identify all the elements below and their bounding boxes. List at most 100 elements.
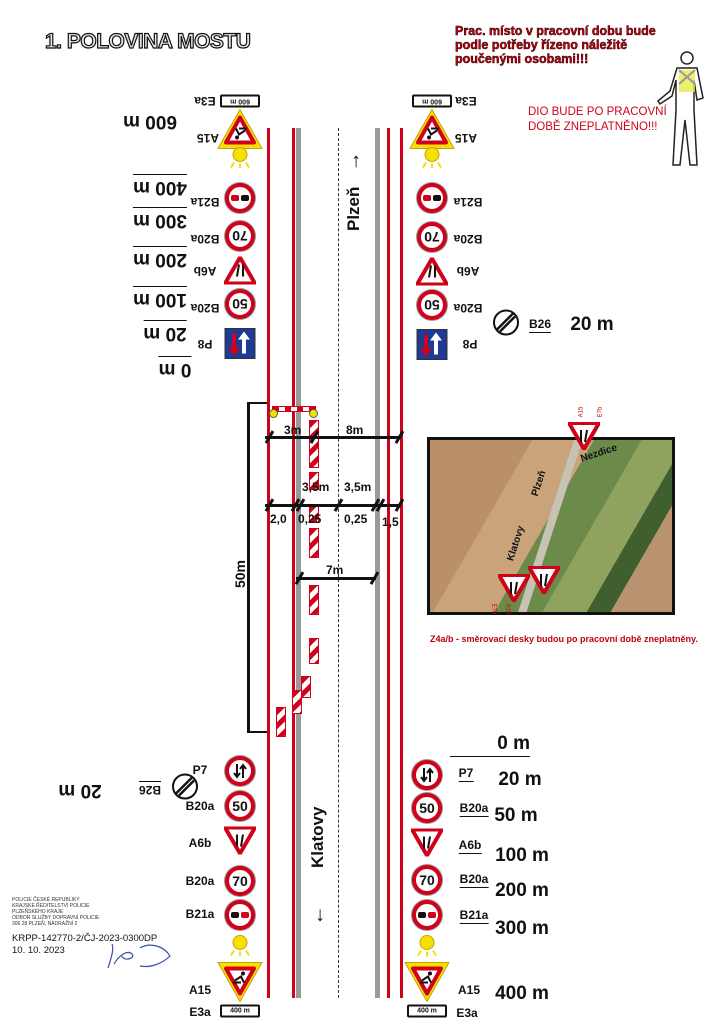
dim-label: 0,25 bbox=[344, 512, 368, 526]
warning-lamp-icon bbox=[309, 409, 318, 418]
map-image: Nezdice Plzeň Klatovy bbox=[427, 437, 675, 615]
p7-sign-icon bbox=[412, 760, 442, 790]
guide-board bbox=[292, 690, 302, 714]
a15-roadwork-sign-icon bbox=[217, 961, 263, 1008]
arrow-up-icon: → bbox=[342, 151, 365, 172]
guide-board bbox=[309, 420, 319, 468]
distance-label: 100 m bbox=[133, 286, 187, 310]
guide-board bbox=[309, 585, 319, 615]
document-date: 10. 10. 2023 bbox=[12, 945, 65, 956]
map-warning-sign-icon bbox=[567, 421, 601, 455]
warning-lamp-icon bbox=[269, 409, 278, 418]
map-sign-label: A15 bbox=[504, 603, 511, 615]
dim-line bbox=[265, 436, 401, 439]
stamp-line: ODBOR SLUŽBY DOPRAVNÍ POLICIE bbox=[12, 915, 100, 921]
dim-line bbox=[296, 577, 376, 580]
guide-board bbox=[276, 707, 286, 737]
b21a-sign-icon bbox=[412, 900, 442, 930]
direction-label: Klatovy bbox=[308, 806, 327, 868]
direction-klatovy: Klatovy ← bbox=[304, 806, 332, 927]
stamp-line: POLICIE ČESKÉ REPUBLIKY bbox=[12, 897, 80, 903]
dim-50m: 50m bbox=[232, 559, 249, 589]
a15-roadwork-sign-icon bbox=[217, 104, 263, 151]
sign-code: E3a bbox=[455, 94, 477, 108]
dim-label: 8m bbox=[346, 423, 364, 437]
dim-line bbox=[265, 504, 401, 507]
dim-label: 2,0 bbox=[270, 512, 287, 526]
map-warning-sign-icon bbox=[497, 573, 531, 607]
a15-roadwork-sign-icon bbox=[409, 104, 455, 151]
distance-label: 400 m bbox=[495, 983, 549, 1004]
sign-code: A6b bbox=[456, 264, 480, 278]
sign-code: B26 bbox=[138, 781, 162, 797]
distance-label: 0 m bbox=[450, 733, 530, 757]
distance-label: 300 m bbox=[495, 918, 549, 939]
road-edge-line bbox=[267, 128, 270, 998]
sign-code: P7 bbox=[458, 766, 474, 782]
guide-board bbox=[309, 472, 319, 490]
b26-end-restrictions-sign-icon bbox=[171, 773, 199, 806]
stamp-line: KRAJSKÉ ŘEDITELSTVÍ POLICIE bbox=[12, 903, 90, 909]
reference-number: KRPP-142770-2/ČJ-2023-0300DP bbox=[12, 933, 158, 944]
b21a-sign-icon bbox=[225, 900, 255, 930]
distance-label: 50 m bbox=[494, 805, 538, 826]
dim-line bbox=[247, 402, 267, 404]
police-stamp: POLICIE ČESKÉ REPUBLIKY KRAJSKÉ ŘEDITELS… bbox=[12, 897, 99, 927]
distance-label: 20 m bbox=[143, 320, 187, 344]
dim-label: 0,25 bbox=[298, 512, 322, 526]
sign-code: B20a bbox=[459, 801, 489, 817]
p8-priority-sign-icon bbox=[416, 324, 448, 361]
distance-label: 200 m bbox=[495, 880, 549, 901]
sign-code: E3a bbox=[194, 94, 216, 108]
map-sign-label: E7b bbox=[490, 603, 497, 615]
sign-code: B21a bbox=[190, 195, 220, 209]
center-line bbox=[338, 128, 339, 998]
signature-icon bbox=[107, 943, 171, 969]
arrow-down-icon: ← bbox=[306, 905, 329, 926]
sign-code: P8 bbox=[197, 337, 213, 351]
p7-sign-icon bbox=[225, 756, 255, 786]
warning-lamp-icon bbox=[230, 146, 250, 175]
notice-red: Prac. místo v pracovní dobu bude podle p… bbox=[455, 24, 656, 67]
stamp-line: 306 28 PLZEŇ, NÁDRAŽNÍ 2 bbox=[12, 921, 78, 927]
b21a-sign-icon bbox=[225, 183, 255, 213]
notice-dio-line: DIO BUDE PO PRACOVNÍ bbox=[528, 106, 667, 118]
curb bbox=[375, 128, 380, 998]
sign-code: A6b bbox=[188, 836, 212, 850]
b21a-sign-icon bbox=[417, 183, 447, 213]
p8-priority-sign-icon bbox=[224, 323, 256, 360]
sign-code: A6b bbox=[458, 838, 482, 854]
map-sign-label: A15 bbox=[578, 406, 585, 418]
b20a-speed-sign: 50 bbox=[412, 793, 442, 823]
guide-board bbox=[301, 676, 311, 698]
sign-code: B26 bbox=[528, 317, 552, 333]
sign-code: A15 bbox=[457, 983, 481, 997]
sign-code: E3a bbox=[189, 1005, 211, 1019]
map-sign-label: E7b bbox=[597, 406, 604, 418]
sign-code: B21a bbox=[459, 908, 489, 924]
a6b-narrowing-sign-icon bbox=[223, 252, 257, 286]
distance-label: 0 m bbox=[158, 356, 192, 380]
distance-label: 400 m bbox=[133, 174, 187, 198]
page-title: 1. POLOVINA MOSTU bbox=[44, 29, 251, 53]
guide-board bbox=[309, 528, 319, 558]
b20a-speed-sign: 70 bbox=[417, 222, 447, 252]
map-caption: Z4a/b - směrovací desky budou po pracovn… bbox=[430, 634, 698, 644]
sign-code: B20a bbox=[185, 799, 215, 813]
a6b-narrowing-sign-icon bbox=[415, 253, 449, 287]
sign-code: B20a bbox=[185, 874, 215, 888]
distance-label: 300 m bbox=[133, 207, 187, 231]
b20a-speed-sign: 70 bbox=[225, 866, 255, 896]
dim-label: 3m bbox=[284, 423, 302, 437]
sign-code: A15 bbox=[454, 131, 478, 145]
distance-label: 20 m bbox=[570, 314, 614, 335]
direction-plzen: → Plzeň bbox=[340, 150, 368, 232]
sign-code: P8 bbox=[462, 337, 478, 351]
b26-end-restrictions-sign-icon bbox=[492, 309, 520, 342]
b20a-speed-sign: 70 bbox=[225, 221, 255, 251]
sign-code: B21a bbox=[185, 907, 215, 921]
guide-board bbox=[309, 638, 319, 664]
sign-code: B20a bbox=[190, 232, 220, 246]
dim-label: 3,5m bbox=[302, 480, 330, 494]
